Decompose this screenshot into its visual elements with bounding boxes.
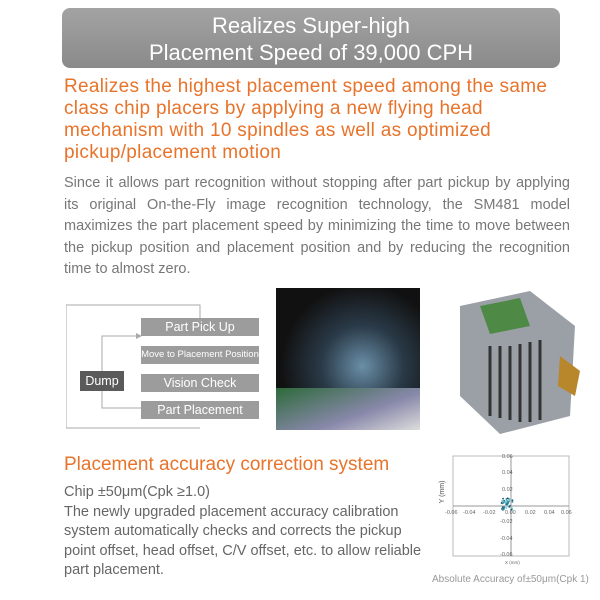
banner-line-2: Placement Speed of 39,000 CPH	[148, 40, 474, 65]
scatter-point	[503, 508, 506, 511]
x-tick: -0.04	[463, 510, 476, 516]
x-tick: 0.04	[544, 510, 555, 516]
accuracy-spec: Chip ±50μm(Cpk ≥1.0)	[64, 484, 210, 500]
banner-line-1: Realizes Super-high	[211, 13, 411, 38]
scatter-points	[500, 497, 514, 511]
scatter-point	[505, 499, 508, 502]
y-tick: -0.02	[500, 519, 513, 525]
scatter-point	[511, 500, 514, 503]
accuracy-text-block: Chip ±50μm(Cpk ≥1.0) The newly upgraded …	[64, 483, 434, 581]
scatter-point	[501, 499, 504, 502]
y-tick: -0.06	[500, 552, 513, 558]
body-text: Since it allows part recognition without…	[64, 175, 570, 277]
accuracy-description: The newly upgraded placement accuracy ca…	[64, 503, 422, 579]
scatter-point	[503, 499, 506, 502]
scatter-point	[503, 506, 506, 509]
scatter-point	[501, 506, 504, 509]
scatter-point	[502, 501, 505, 504]
scatter-point	[508, 500, 510, 503]
y-tick: -0.04	[500, 536, 513, 542]
scatter-point	[507, 501, 510, 504]
x-tick: -0.06	[445, 510, 458, 516]
x-tick: 0.02	[525, 510, 536, 516]
step-vision-check: Vision Check	[141, 374, 259, 392]
x-tick: 0.06	[561, 510, 572, 516]
y-axis-label: Y (mm)	[439, 481, 446, 504]
scatter-point	[501, 508, 503, 511]
scatter-point	[506, 497, 509, 500]
y-tick: 0.06	[502, 454, 513, 460]
y-tick: 0.04	[502, 470, 513, 476]
process-flow-diagram: Part Pick Up Move to Placement Position …	[66, 302, 259, 430]
scatter-point	[510, 508, 513, 511]
title-banner: Realizes Super-high Placement Speed of 3…	[62, 8, 560, 68]
x-tick: 0.00	[505, 510, 516, 516]
y-tick: 0.02	[502, 487, 513, 493]
headline: Realizes the highest placement speed amo…	[64, 76, 548, 163]
x-axis-label: X (mm)	[505, 560, 520, 565]
dump-box: Dump	[80, 371, 124, 391]
placement-head-machine-image	[460, 291, 580, 434]
scatter-point	[502, 497, 505, 500]
accuracy-scatter-plot: -0.06 -0.04 -0.02 0.00 0.02 0.04 0.06 0.…	[439, 454, 572, 565]
scatter-point	[511, 507, 514, 510]
scatter-point	[505, 502, 508, 505]
head-camera-photo	[276, 288, 420, 430]
scatter-point	[508, 505, 511, 508]
accuracy-title: Placement accuracy correction system	[64, 454, 390, 475]
step-move-to-placement: Move to Placement Position	[141, 346, 259, 364]
plot-caption: Absolute Accuracy of±50μm(Cpk 1)	[432, 574, 589, 585]
scatter-point	[509, 498, 511, 501]
scatter-point	[500, 502, 503, 504]
x-tick: -0.02	[483, 510, 496, 516]
step-part-placement: Part Placement	[141, 401, 259, 419]
scatter-point	[505, 507, 508, 509]
scatter-point	[511, 499, 514, 502]
step-part-pick-up: Part Pick Up	[141, 318, 259, 336]
